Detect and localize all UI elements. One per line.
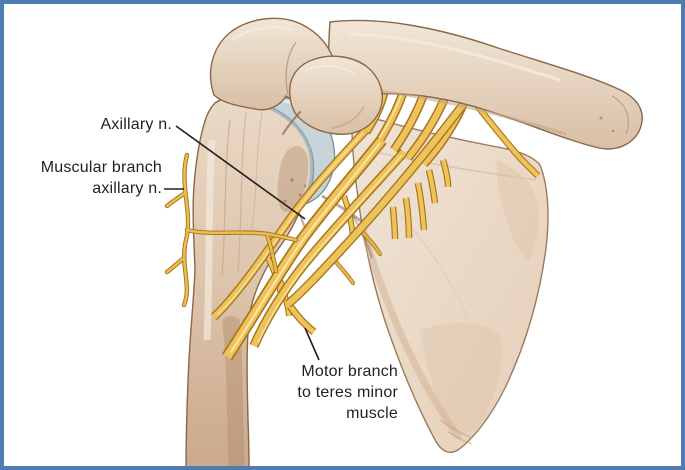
coracoid-process (281, 55, 384, 136)
label-muscular-branch-line1: Muscular branch (40, 159, 162, 176)
label-axillary-nerve: Axillary n. (50, 114, 172, 135)
label-motor-branch-line3: muscle (346, 405, 398, 422)
clavicle-bone (328, 19, 643, 150)
label-motor-branch-line1: Motor branch (301, 363, 398, 380)
label-motor-branch-line2: to teres minor (297, 384, 398, 401)
muscular-branch-nerve (164, 152, 299, 308)
scapula-bone (321, 111, 549, 454)
label-motor-branch: Motor branch to teres minor muscle (278, 361, 398, 424)
label-axillary-nerve-text: Axillary n. (100, 116, 172, 133)
label-muscular-branch: Muscular branch axillary n. (20, 157, 162, 199)
leader-line-axillary (175, 125, 306, 220)
motor-branch-nerve (286, 303, 317, 335)
axillary-nerve-bundle (211, 99, 541, 361)
label-muscular-branch-line2: axillary n. (92, 180, 162, 197)
leader-line-motor (304, 327, 320, 361)
